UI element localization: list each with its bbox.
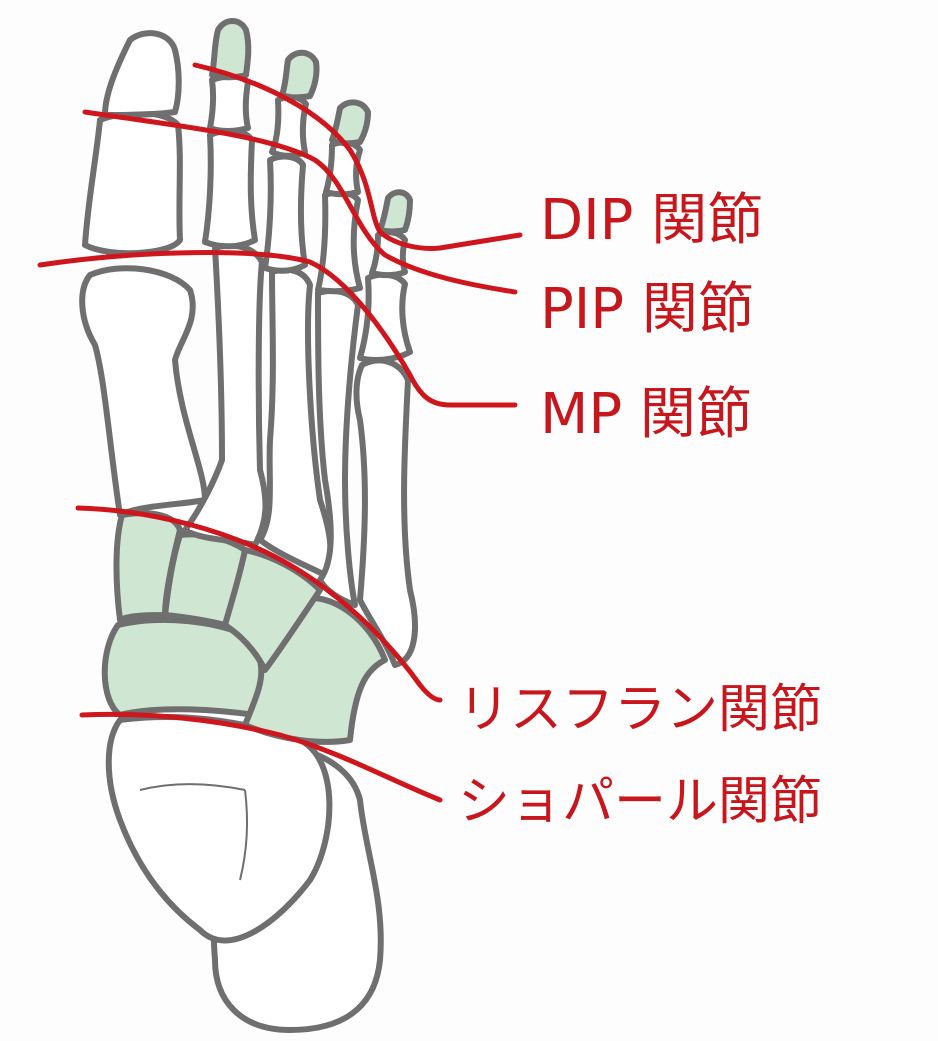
lisfranc-joint-label: リスフラン関節 bbox=[458, 680, 823, 740]
proximal-phalanx-2 bbox=[202, 127, 258, 250]
metatarsal-4 bbox=[315, 287, 361, 608]
middle-phalanx-2 bbox=[207, 73, 251, 134]
metatarsal-5 bbox=[353, 357, 418, 668]
distal-phalanx-2 bbox=[209, 18, 252, 81]
proximal-phalanx-5 bbox=[357, 271, 413, 363]
mp-joint-line bbox=[37, 250, 518, 408]
lisfranc-joint-line bbox=[75, 505, 443, 703]
proximal-phalanx-1 bbox=[82, 110, 183, 257]
dip-joint-label: DIP 関節 bbox=[540, 188, 764, 253]
distal-phalanx-1 bbox=[102, 30, 182, 118]
pip-joint-label: PIP 関節 bbox=[540, 277, 754, 342]
mp-joint-label: MP 関節 bbox=[540, 382, 752, 447]
proximal-phalanx-4 bbox=[315, 189, 363, 295]
distal-phalanx-3 bbox=[279, 49, 320, 101]
chopart-joint-line bbox=[79, 711, 443, 803]
dip-joint-line bbox=[192, 62, 523, 251]
middle-phalanx-4 bbox=[323, 139, 363, 198]
distal-phalanx-5 bbox=[377, 189, 413, 235]
proximal-phalanx-3 bbox=[262, 153, 308, 274]
chopart-joint-label: ショパール関節 bbox=[458, 772, 823, 832]
pip-joint-line bbox=[82, 109, 518, 295]
metatarsal-1 bbox=[79, 265, 208, 518]
